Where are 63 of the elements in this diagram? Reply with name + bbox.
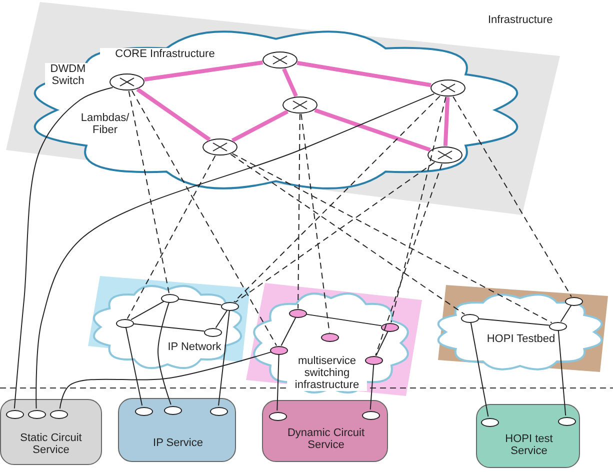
connector-line [125, 326, 143, 406]
connector-line [376, 330, 388, 356]
port-node [6, 410, 24, 418]
connector-line [452, 96, 572, 298]
connector-line [126, 155, 216, 320]
port-node [558, 416, 576, 426]
port-node [28, 410, 46, 418]
connector-line [178, 298, 222, 306]
connector-line [218, 310, 230, 406]
connector-line [128, 90, 170, 294]
cloud-label: multiservice switching infrastructure [287, 355, 367, 391]
connector-line [298, 114, 300, 309]
port-node [362, 410, 380, 420]
connector-line [234, 96, 440, 302]
switch-label: DWDM Switch [45, 63, 91, 87]
annotation-label: Lambdas/ Fiber [80, 112, 130, 136]
connector-line [280, 316, 296, 346]
port-node [210, 406, 228, 416]
service-box [118, 398, 236, 462]
connector-line [370, 364, 374, 410]
connector-line [306, 314, 382, 326]
connector-line [558, 330, 566, 416]
connector-line [14, 86, 114, 409]
connector-line [375, 163, 442, 356]
port-node [269, 412, 287, 420]
network-cloud [90, 283, 245, 371]
port-node [50, 410, 68, 418]
lambda-link [231, 110, 289, 142]
lambda-link [136, 88, 211, 142]
connector-line [560, 304, 572, 322]
connector-line [130, 300, 164, 320]
service-label: Dynamic Circuit Service [286, 427, 366, 451]
connector-line [478, 318, 550, 326]
connector-line [232, 153, 552, 324]
connector-line [215, 310, 228, 328]
service-box [476, 404, 580, 468]
port-node [135, 406, 153, 416]
cloud-label: IP Network [167, 341, 222, 353]
port-node [164, 406, 182, 414]
lambda-link [443, 96, 450, 146]
lambda-link [144, 60, 263, 82]
connector-line [390, 96, 446, 324]
connector-line [300, 113, 330, 333]
lambda-link [282, 68, 298, 98]
service-label: Static Circuit Service [19, 432, 83, 456]
network-cloud [250, 290, 412, 396]
connector-line [230, 154, 466, 315]
port-node [481, 418, 499, 426]
service-label: IP Service [152, 437, 204, 449]
connector-line [470, 322, 489, 418]
connector-line [158, 302, 172, 406]
connector-line [131, 90, 278, 346]
service-box [262, 400, 388, 462]
lambda-link [314, 108, 431, 152]
service-label: HOPI test Service [504, 433, 554, 457]
connector-line [234, 162, 436, 303]
service-box [0, 399, 102, 465]
connector-line [36, 93, 435, 409]
connector-line [59, 352, 272, 410]
annotation-label: Infrastructure [488, 14, 554, 26]
lambda-link [296, 60, 432, 88]
connector-line [133, 323, 205, 332]
connector-line [276, 354, 280, 411]
